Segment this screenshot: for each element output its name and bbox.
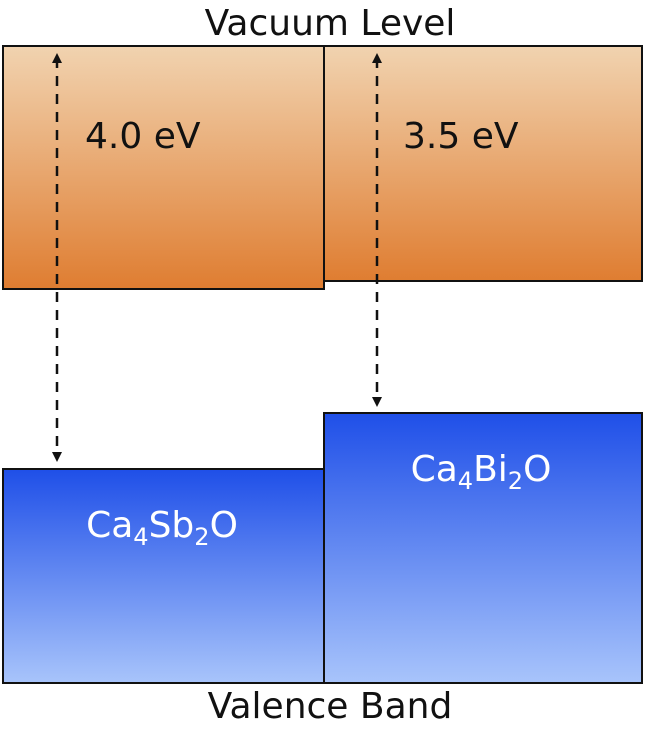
left-material-mid: Sb <box>149 505 195 546</box>
left-valence-box <box>2 468 325 684</box>
right-material-mid: Bi <box>473 449 508 490</box>
left-material-label: Ca4Sb2O <box>86 505 238 551</box>
valence-band-label: Valence Band <box>208 686 453 725</box>
right-material-base: Ca <box>411 449 458 490</box>
left-material-base: Ca <box>86 505 133 546</box>
right-valence-box <box>323 412 643 684</box>
right-material-end: O <box>523 449 551 490</box>
left-energy-label: 4.0 eV <box>85 116 201 157</box>
right-material-sub1: 4 <box>458 467 473 495</box>
left-material-sub1: 4 <box>133 523 148 551</box>
left-material-sub2: 2 <box>194 523 209 551</box>
right-energy-label: 3.5 eV <box>403 116 519 157</box>
right-vacuum-box <box>323 45 643 282</box>
left-vacuum-box <box>2 45 325 290</box>
right-material-label: Ca4Bi2O <box>411 449 552 495</box>
left-material-end: O <box>210 505 238 546</box>
vacuum-level-label: Vacuum Level <box>205 3 456 44</box>
right-material-sub2: 2 <box>508 467 523 495</box>
